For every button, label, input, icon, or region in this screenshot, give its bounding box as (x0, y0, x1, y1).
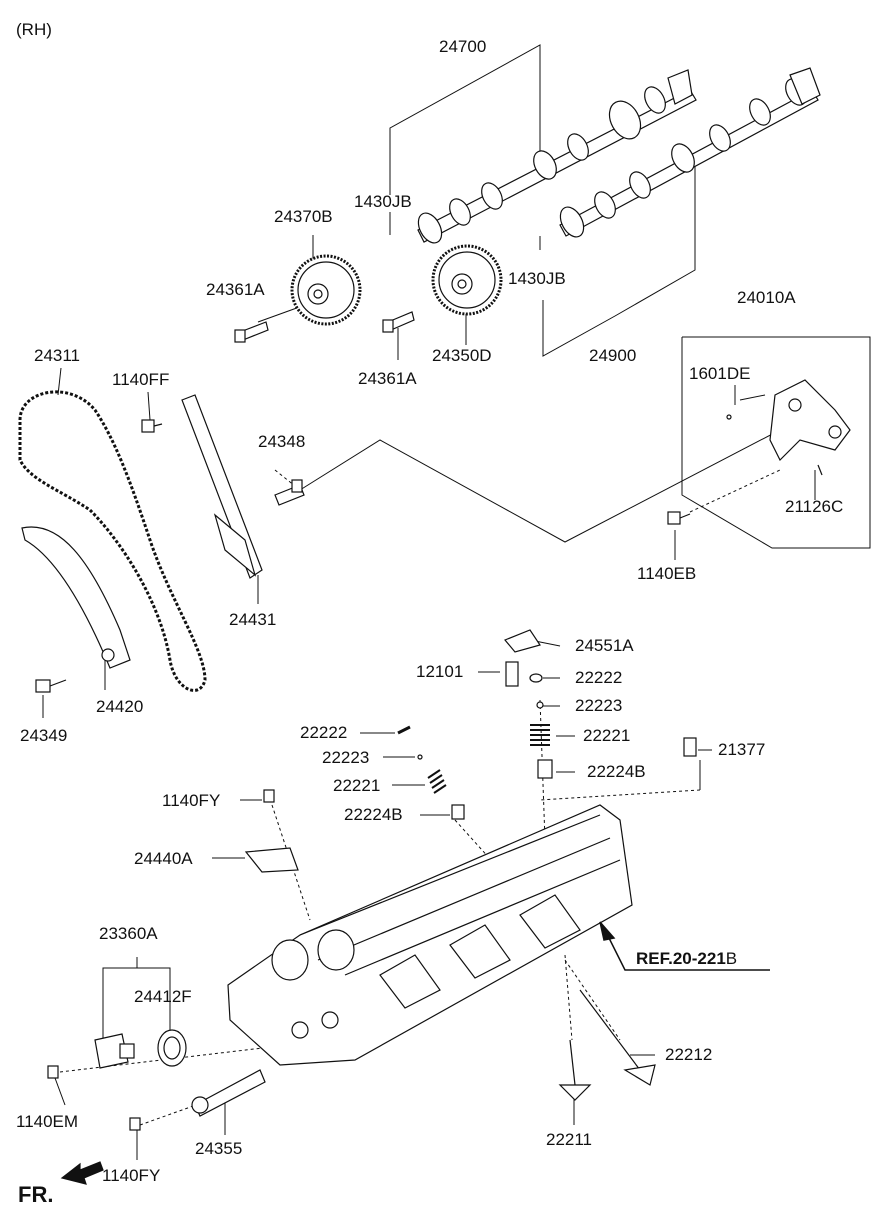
label-1430jb-b: 1430JB (508, 269, 566, 288)
label-1140em: 1140EM (16, 1112, 79, 1131)
label-24355: 24355 (195, 1139, 243, 1158)
label-24420: 24420 (96, 697, 144, 716)
label-22212: 22212 (665, 1045, 713, 1064)
bolt-1140eb (667, 511, 691, 525)
label-24349: 24349 (20, 726, 68, 745)
label-22222-right: 22222 (575, 668, 623, 687)
label-1140eb: 1140EB (637, 564, 697, 583)
label-22223-right: 22223 (575, 696, 623, 715)
bolt-1140fy-lower (129, 1117, 141, 1131)
label-24431: 24431 (229, 610, 277, 629)
bolt-24361a-right (382, 311, 415, 333)
timing-chain (18, 390, 207, 692)
label-22221-left: 22221 (333, 776, 381, 795)
label-23360a: 23360A (99, 924, 158, 943)
label-24361a-b: 24361A (358, 369, 417, 388)
gasket-24412f (157, 1029, 187, 1067)
retainer-22222-right (529, 673, 543, 683)
label-24348: 24348 (258, 432, 306, 451)
label-1140ff: 1140FF (112, 370, 170, 389)
lash-adjuster-12101 (505, 661, 519, 687)
label-21126c: 21126C (785, 497, 844, 516)
keeper-22223-left (417, 754, 423, 760)
camshaft-upper (417, 69, 697, 244)
label-22224b-right: 22224B (587, 762, 646, 781)
label-12101: 12101 (416, 662, 464, 681)
camshaft-lower (559, 67, 821, 238)
label-1430jb-a: 1430JB (354, 192, 412, 211)
retainer-22222-left (397, 725, 411, 735)
reference-suffix: B (725, 949, 738, 968)
label-22222-left: 22222 (300, 723, 348, 742)
front-arrow (60, 1161, 104, 1185)
label-22211: 22211 (546, 1130, 593, 1149)
label-24412f: 24412F (134, 987, 192, 1006)
sensor-21377 (683, 737, 697, 757)
label-1140fy-b: 1140FY (102, 1166, 161, 1185)
label-21377: 21377 (718, 740, 766, 759)
sensor-24355 (191, 1069, 266, 1117)
valve-22211 (558, 1039, 592, 1101)
label-22224b-left: 22224B (344, 805, 403, 824)
keeper-22223-right (536, 701, 544, 709)
spring-22221-right (530, 724, 550, 746)
reference-label: REF.20-221B (636, 950, 737, 967)
solenoid-23360a (94, 1033, 135, 1069)
side-label: (RH) (16, 20, 52, 39)
label-24350d: 24350D (432, 346, 492, 365)
cylinder-head (227, 804, 633, 1066)
label-24010a: 24010A (737, 288, 796, 307)
bolt-1140ff (141, 419, 163, 433)
chain-guide-24431 (181, 394, 263, 579)
label-1601de: 1601DE (689, 364, 751, 383)
reference-number: 20-221 (672, 949, 726, 968)
ref-arrow (599, 921, 770, 971)
reference-prefix: REF. (636, 949, 673, 968)
label-24440a: 24440A (134, 849, 193, 868)
bracket-24440a (244, 847, 299, 873)
label-22223-left: 22223 (322, 748, 370, 767)
dowel-24348 (274, 479, 305, 506)
bracket-24010a (726, 379, 851, 476)
spring-22221-left (427, 769, 447, 794)
valve-22212 (579, 989, 656, 1086)
label-24700: 24700 (439, 37, 487, 56)
label-24311: 24311 (34, 346, 81, 365)
front-label: FR. (18, 1182, 54, 1207)
seal-22224b-right (537, 759, 553, 779)
label-22221-right: 22221 (583, 726, 631, 745)
label-1140fy-a: 1140FY (162, 791, 221, 810)
bolt-24361a-left (234, 321, 269, 343)
cam-sprocket-left (290, 254, 362, 326)
bolt-1140fy-upper (263, 789, 275, 803)
rocker-24551a (504, 629, 541, 653)
label-24551a: 24551A (575, 636, 634, 655)
cam-sprocket-right (431, 244, 503, 316)
label-24361a-a: 24361A (206, 280, 265, 299)
bolt-24349 (35, 679, 67, 693)
label-24900: 24900 (589, 346, 637, 365)
bolt-1140em (47, 1065, 59, 1079)
label-24370b: 24370B (274, 207, 333, 226)
chain-guide-24420 (21, 526, 131, 669)
seal-22224b-left (451, 804, 465, 820)
